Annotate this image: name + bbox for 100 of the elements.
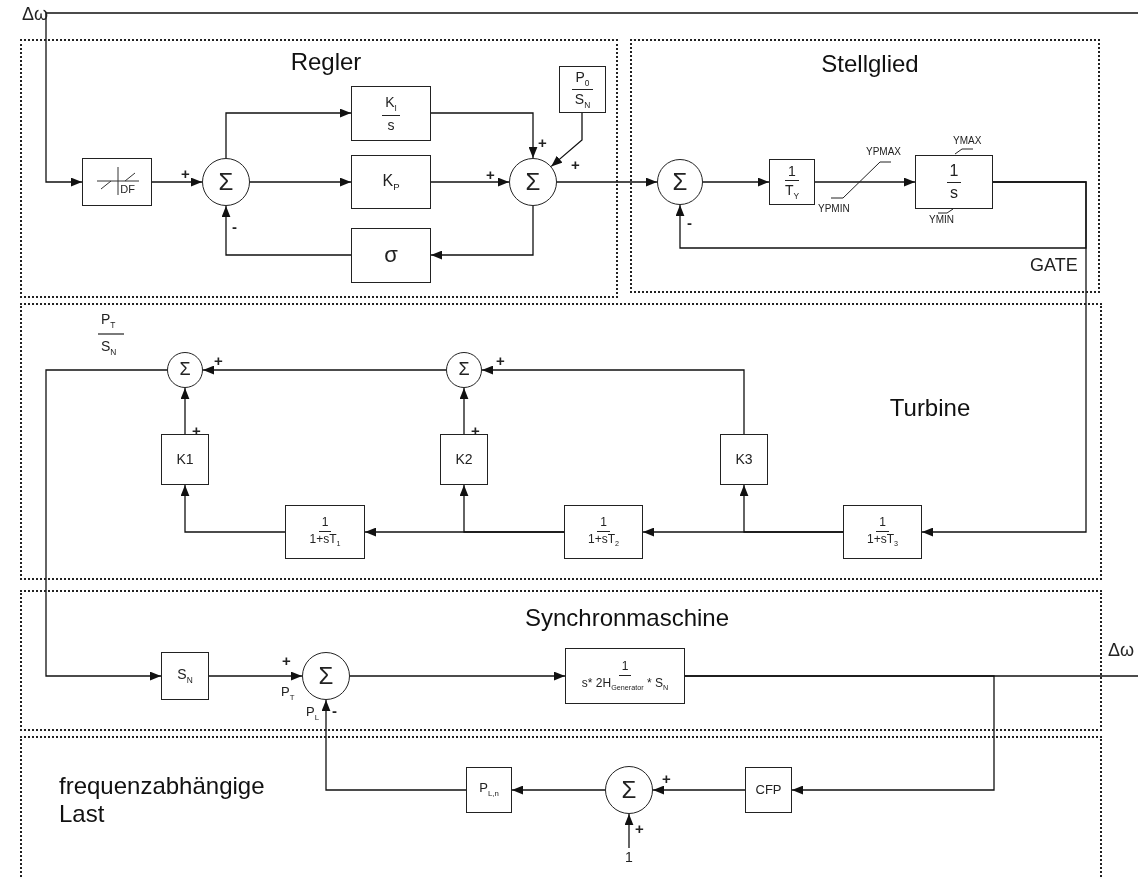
summing-junction	[167, 352, 203, 388]
sign-label: -	[232, 218, 237, 235]
block-label: K3	[735, 451, 753, 468]
lag-block	[285, 505, 365, 559]
denominator: s	[386, 115, 396, 133]
sign-label: +	[214, 352, 223, 369]
block-label: σ	[384, 243, 398, 268]
sign-label: -	[687, 214, 692, 231]
summing-junction	[605, 766, 653, 814]
denominator: s* 2H$_{Generator}$ * S$_{N}$	[580, 675, 670, 693]
denominator: 1+sT$_{1}$	[308, 531, 342, 549]
signal-arrow	[225, 108, 352, 159]
setpoint-block	[559, 66, 606, 113]
numerator: 1	[946, 162, 962, 183]
summing-junction	[446, 352, 482, 388]
gain-block	[720, 434, 768, 485]
gain-block	[351, 155, 431, 209]
gain-block	[466, 767, 512, 813]
actuator-panel	[630, 39, 1100, 293]
sign-label: +	[538, 134, 547, 151]
section-title: Stellglied	[821, 50, 919, 78]
sum-symbol: Σ	[318, 662, 334, 690]
deadband-block	[82, 158, 152, 206]
machine-panel	[20, 590, 1102, 731]
sum-symbol: Σ	[458, 360, 470, 380]
signal-arrow	[550, 112, 583, 168]
signal-label: P$_{T}$	[281, 684, 295, 702]
block-label: CFP	[755, 782, 782, 798]
denominator: 1+sT$_{3}$	[866, 531, 899, 549]
denominator: s	[949, 182, 959, 202]
block-label: 1	[625, 850, 633, 866]
sign-label: +	[662, 770, 671, 787]
signal-arrow	[459, 387, 469, 435]
integrator-block	[915, 155, 993, 209]
droop-block	[351, 228, 431, 283]
signal-arrow	[249, 177, 352, 187]
signal-label: Δω	[1108, 640, 1135, 661]
block-label: K$_{P}$	[382, 171, 400, 193]
sign-label: -	[332, 702, 337, 719]
block-label: K2	[455, 451, 473, 468]
section-title: Synchronmaschine	[524, 604, 730, 632]
numerator: P$_{0}$	[572, 68, 593, 90]
section-title: Turbine	[889, 394, 971, 422]
gain-block	[440, 434, 488, 485]
sign-label: +	[181, 165, 190, 182]
block-label: S$_{N}$	[177, 667, 193, 685]
numerator: 1	[318, 515, 332, 532]
signal-arrow	[208, 671, 303, 681]
inertia-block	[565, 648, 685, 704]
block-label: P$_{L,n}$	[479, 781, 499, 799]
signal-arrow	[624, 813, 634, 849]
summing-junction	[302, 652, 350, 700]
signal-label: P$_{T}$	[101, 311, 116, 330]
block-label: K1	[176, 451, 194, 468]
signal-label: YPMIN	[818, 203, 850, 214]
signal-arrow	[511, 785, 606, 795]
section-title: Regler	[290, 48, 362, 76]
sign-label: +	[571, 156, 580, 173]
signal-arrow	[684, 675, 995, 795]
sign-label: +	[635, 820, 644, 837]
sum-symbol: Σ	[179, 360, 191, 380]
signal-arrow	[321, 699, 467, 791]
numerator: 1	[785, 162, 799, 181]
sum-symbol: Σ	[672, 168, 688, 196]
signal-arrow	[349, 671, 566, 681]
signal-arrow	[652, 785, 746, 795]
signal-arrow	[221, 205, 352, 256]
summing-junction	[657, 159, 703, 205]
signal-arrow	[459, 484, 565, 533]
lag-block	[564, 505, 643, 559]
load-panel	[20, 736, 1102, 877]
integral-block	[351, 86, 431, 141]
denominator: T$_{Y}$	[783, 180, 801, 202]
summing-junction	[509, 158, 557, 206]
signal-arrow	[430, 112, 538, 159]
denominator: S$_{N}$	[573, 90, 592, 111]
signal-label: S$_{N}$	[101, 338, 117, 357]
signal-arrow	[45, 12, 1138, 187]
numerator: 1	[618, 659, 632, 676]
sum-symbol: Σ	[525, 168, 541, 196]
denominator: 1+sT$_{2}$	[587, 531, 620, 549]
signal-arrow	[430, 177, 510, 187]
gain-block	[745, 767, 792, 813]
signal-arrow	[739, 484, 844, 533]
signal-arrow	[481, 365, 745, 435]
sign-label: +	[486, 166, 495, 183]
turbine-panel	[20, 303, 1102, 580]
signal-label: P$_{L}$	[306, 704, 319, 722]
signal-label: YPMAX	[866, 146, 901, 157]
signal-arrow	[921, 181, 1087, 537]
signal-arrow	[702, 177, 770, 187]
transfer-block	[769, 159, 815, 205]
sign-label: +	[282, 652, 291, 669]
numerator: 1	[876, 515, 889, 532]
sign-label: +	[496, 352, 505, 369]
sum-symbol: Σ	[218, 168, 234, 196]
sum-symbol: Σ	[621, 776, 637, 804]
signal-arrow	[45, 369, 168, 681]
signal-label: GATE	[1030, 255, 1078, 276]
signal-arrow	[180, 387, 190, 435]
